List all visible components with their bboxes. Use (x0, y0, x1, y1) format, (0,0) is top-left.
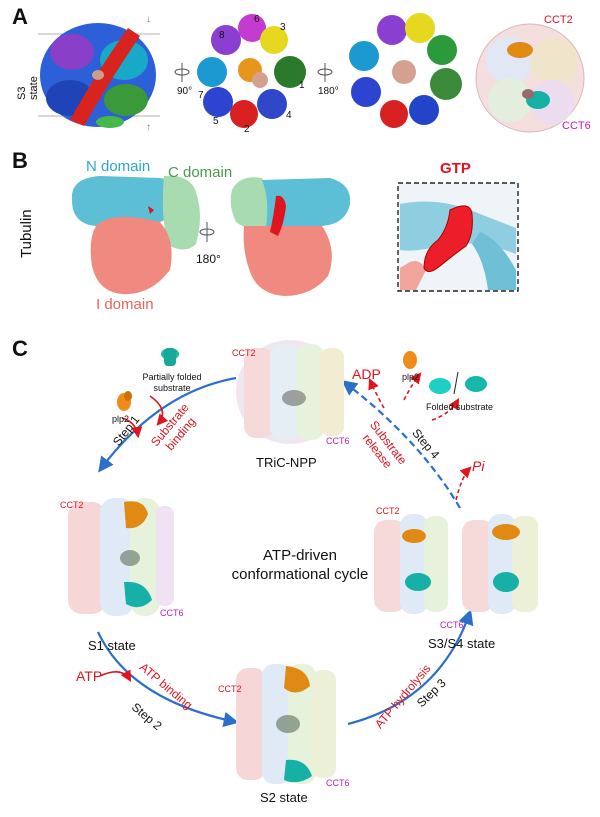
cct6-label-a: CCT6 (562, 120, 591, 132)
partially-folded-substrate-icon (161, 348, 179, 366)
plp2-icon-top (117, 391, 132, 411)
s3-top-view-rotated (349, 13, 462, 128)
s2-structure (236, 664, 336, 784)
subunit-4-label: 4 (286, 110, 292, 121)
s1-state-label: S1 state (88, 638, 136, 653)
atp-label: ATP (76, 668, 103, 684)
subunit-3-label: 3 (280, 22, 286, 33)
rotate-90-icon (174, 63, 190, 82)
tubulin-back-view (230, 177, 351, 296)
tubulin-front-view (71, 175, 200, 295)
s3-structure (374, 514, 448, 614)
s2-state-label: S2 state (260, 790, 308, 805)
cycle-title: ATP-driven conformational cycle (0, 546, 600, 584)
subunit-2-label: 2 (244, 124, 250, 135)
adp-label: ADP (352, 366, 381, 382)
arrow-step2 (97, 631, 240, 728)
rotate-180-icon-b (199, 222, 215, 242)
rotate-180-icon-a (317, 63, 333, 82)
panel-a-letter: A (12, 4, 28, 29)
s34-state-label: S3/S4 state (428, 636, 496, 651)
folded-substrate-label: Folded substrate (426, 402, 494, 412)
cct6-label-tric: CCT6 (326, 436, 350, 446)
s3-top-view (197, 14, 306, 128)
pi-label: Pi (472, 458, 485, 474)
c-domain-label: C domain (168, 164, 233, 181)
subunit-5-label: 5 (213, 116, 219, 127)
panel-b-letter: B (12, 148, 28, 173)
arrow-step1 (98, 376, 237, 473)
tric-npp-structure (236, 340, 344, 444)
cct2-label-s1: CCT2 (60, 500, 84, 510)
arrow-step3 (347, 609, 474, 726)
folded-substrate-icons (429, 371, 487, 395)
cct2-label-s2: CCT2 (218, 684, 242, 694)
subunit-7-label: 7 (198, 90, 204, 101)
svg-text:↓: ↓ (146, 14, 151, 25)
gtp-label: GTP (440, 160, 471, 177)
s4-structure (462, 514, 538, 614)
plp2-label-left: plp2 (112, 414, 130, 424)
svg-text:↑: ↑ (146, 122, 151, 133)
cct6-label-s2: CCT6 (326, 778, 350, 788)
subunit-8-label: 8 (219, 30, 225, 41)
s3-side-view: ↓ ↑ (38, 14, 160, 133)
cct2-label-a: CCT2 (544, 14, 573, 26)
tubulin-label: Tubulin (18, 209, 35, 258)
s3-transparent-cage (475, 23, 585, 133)
rot-180-label-a: 180° (318, 86, 339, 97)
gtp-zoom-box (397, 182, 519, 292)
cct6-label-s1: CCT6 (160, 608, 184, 618)
i-domain-label: I domain (96, 296, 154, 313)
partially-folded-label: Partially folded substrate (142, 372, 202, 393)
s1-structure (68, 498, 174, 616)
panel-c-letter: C (12, 336, 28, 361)
rot-90-label: 90° (177, 86, 193, 97)
plp2-label-right: plp2 (402, 372, 420, 382)
arrow-step4 (341, 380, 461, 509)
subunit-6-label: 6 (254, 14, 260, 25)
n-domain-label: N domain (86, 158, 151, 175)
subunit-1-label: 1 (299, 80, 305, 91)
cct2-label-tric: CCT2 (232, 348, 256, 358)
cycle-title-line1: ATP-driven (263, 547, 337, 564)
rot-180-label-b: 180° (196, 252, 221, 266)
plp2-icon-released (403, 351, 417, 369)
cycle-title-line2: conformational cycle (231, 566, 369, 583)
cct2-label-s3: CCT2 (376, 506, 400, 516)
s3-state-label: S3 state (16, 76, 40, 100)
cct6-label-s3: CCT6 (440, 620, 464, 630)
tric-npp-label: TRiC-NPP (256, 455, 317, 470)
